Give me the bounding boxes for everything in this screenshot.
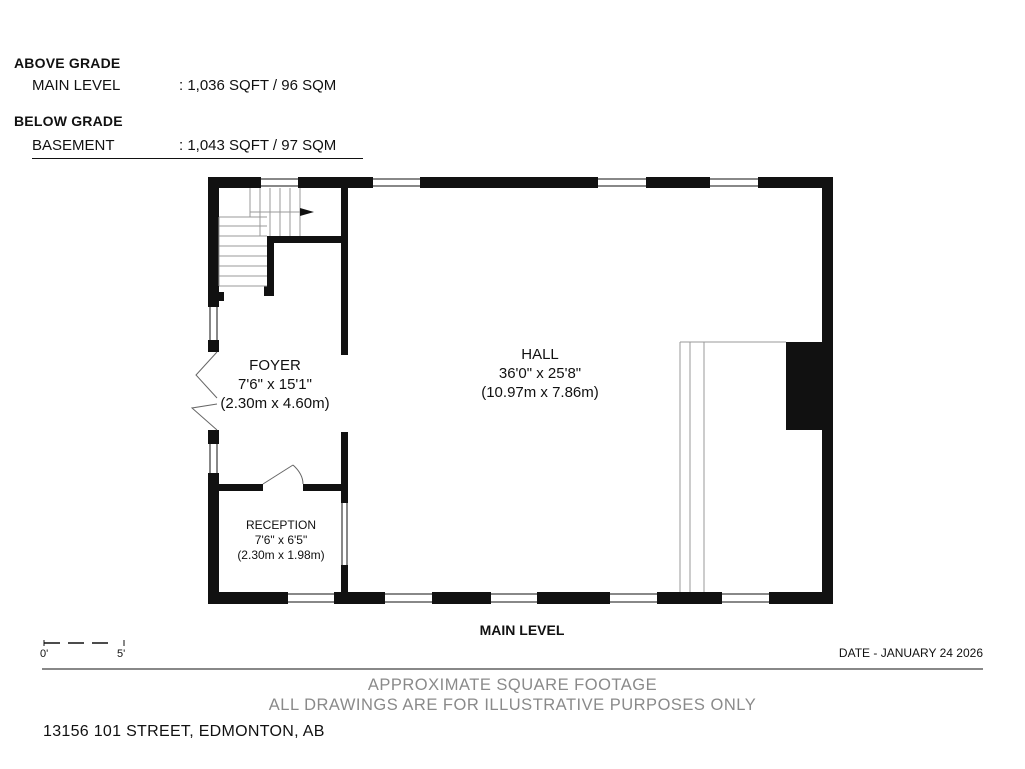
room-dims-imperial: 7'6" x 6'5": [254, 533, 308, 547]
wall-segment: [264, 286, 274, 296]
scale-end-label: 5': [117, 648, 126, 660]
basement-area: : 1,043 SQFT / 97 SQM: [179, 137, 337, 154]
summary-underline: [32, 158, 363, 159]
wall-segment: [217, 484, 263, 491]
wall-segment: [420, 177, 527, 188]
above-grade-heading: ABOVE GRADE: [14, 55, 121, 71]
wall-segment: [208, 177, 261, 188]
room-name: RECEPTION: [245, 518, 316, 532]
wall-segment: [341, 565, 348, 595]
wall-segment: [657, 592, 722, 604]
wall-segment: [646, 177, 710, 188]
wall-segment: [303, 484, 348, 491]
room-dims-metric: (2.30m x 4.60m): [220, 394, 330, 412]
wall-segment: [822, 177, 833, 604]
wall-segment: [208, 430, 219, 444]
room-label-foyer: FOYER 7'6" x 15'1" (2.30m x 4.60m): [215, 357, 335, 413]
wall-segment: [208, 177, 219, 307]
wall-segment: [758, 177, 833, 188]
address: 13156 101 STREET, EDMONTON, AB: [43, 723, 325, 740]
plan-title: MAIN LEVEL: [479, 622, 565, 638]
room-name: FOYER: [249, 357, 301, 374]
wall-segment: [267, 236, 347, 243]
below-grade-heading: BELOW GRADE: [14, 113, 123, 129]
wall-segment: [769, 592, 833, 604]
room-dims-imperial: 36'0" x 25'8": [498, 364, 582, 382]
wall-segment: [341, 188, 348, 355]
wall-segment: [537, 592, 610, 604]
wall-segment: [208, 592, 288, 604]
wall-segment: [432, 592, 491, 604]
wall-segment: [527, 177, 598, 188]
room-dims-imperial: 7'6" x 15'1": [238, 375, 312, 393]
basement-label: BASEMENT: [32, 137, 115, 154]
date-label: DATE - JANUARY 24 2026: [838, 646, 983, 660]
main-level-area: : 1,036 SQFT / 96 SQM: [179, 77, 337, 94]
reception-door: [262, 464, 304, 485]
disclaimer-line-1: APPROXIMATE SQUARE FOOTAGE: [367, 676, 658, 694]
room-label-reception: RECEPTION 7'6" x 6'5" (2.30m x 1.98m): [222, 518, 340, 563]
scale-bar: [43, 640, 125, 646]
room-dims-metric: (2.30m x 1.98m): [237, 548, 325, 562]
wall-segment: [267, 236, 274, 296]
stairs: [218, 188, 312, 287]
wall-segment: [341, 432, 348, 503]
stage-platform: [679, 341, 786, 592]
main-level-label: MAIN LEVEL: [32, 77, 121, 94]
room-name: HALL: [521, 346, 559, 363]
room-dims-metric: (10.97m x 7.86m): [481, 383, 599, 401]
wall-segment: [208, 473, 219, 604]
room-label-hall: HALL 36'0" x 25'8" (10.97m x 7.86m): [460, 346, 620, 402]
wall-segment: [214, 292, 224, 301]
wall-segment: [298, 177, 373, 188]
scale-start-label: 0': [40, 648, 49, 660]
fireplace-block: [786, 342, 823, 430]
disclaimer-line-2: ALL DRAWINGS ARE FOR ILLUSTRATIVE PURPOS…: [268, 696, 757, 714]
wall-segment: [208, 340, 219, 352]
stair-arrow-icon: [300, 208, 314, 216]
entry-door: [190, 351, 218, 431]
